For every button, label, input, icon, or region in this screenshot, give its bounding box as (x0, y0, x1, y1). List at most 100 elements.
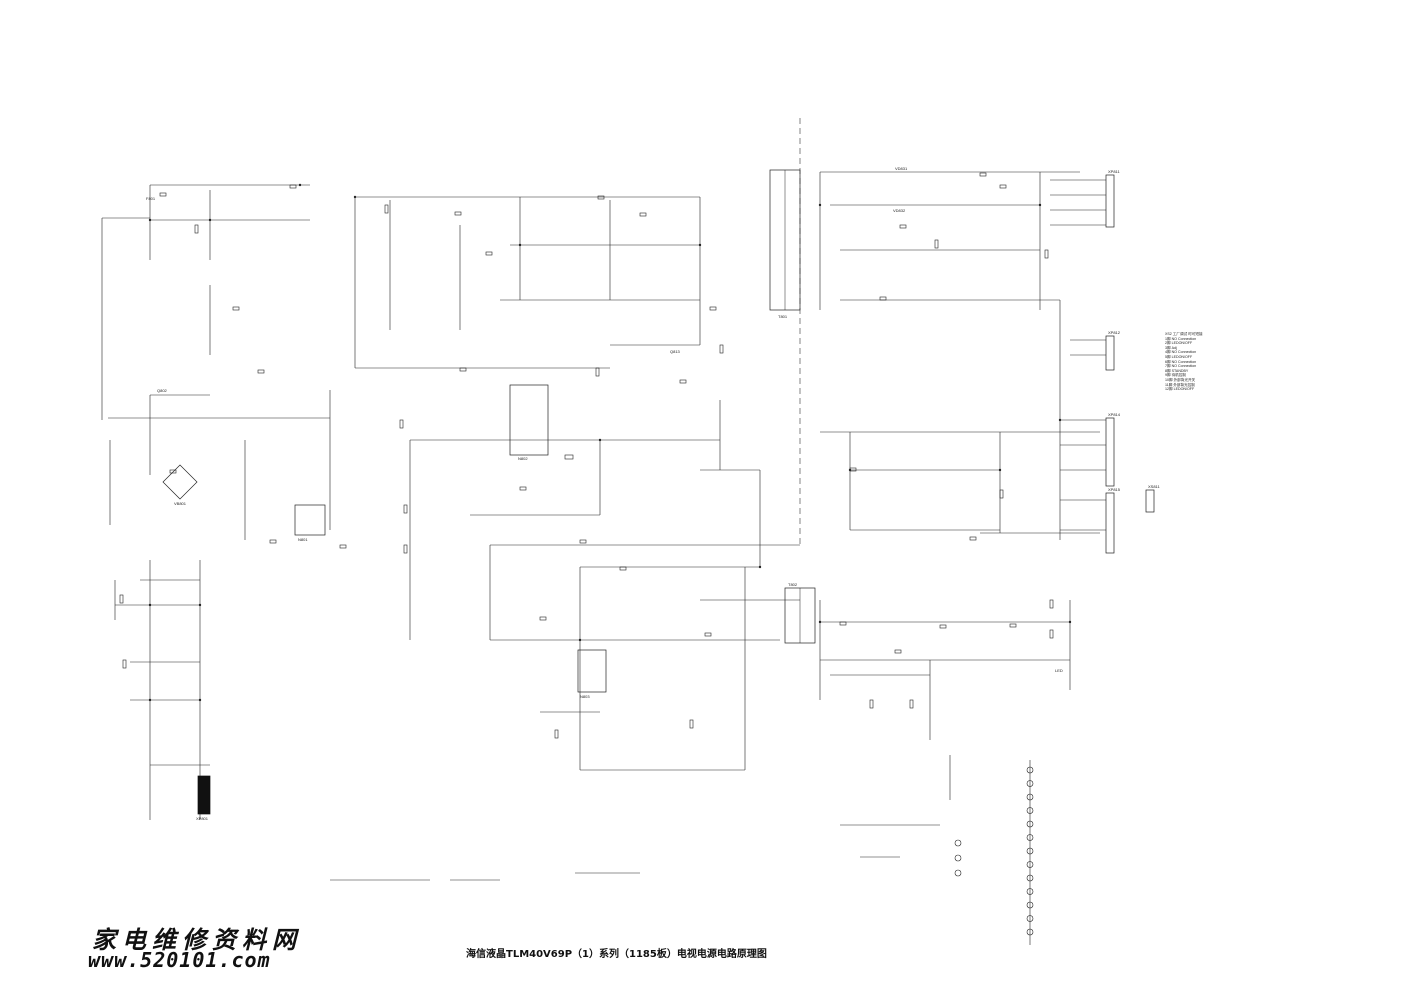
junction-dot (198, 603, 202, 607)
diode-out2-label: VD832 (893, 208, 906, 213)
junction-dot (353, 195, 357, 199)
junction-dot (758, 565, 762, 569)
component-body (339, 544, 347, 549)
component-body (934, 239, 939, 249)
component-body (454, 211, 462, 216)
component-body (119, 594, 124, 604)
component-body (909, 699, 914, 709)
pin-notes: XS2 工厂调试 时可短接 1脚 NO Connection 2脚 LEDON/… (1165, 332, 1203, 392)
junction-dot (518, 243, 522, 247)
note-line: 6脚 NO Connection (1165, 359, 1197, 364)
component-body (709, 306, 717, 311)
test-point (1026, 847, 1034, 855)
component-body (639, 212, 647, 217)
component-body (1049, 629, 1054, 639)
test-point (1026, 780, 1034, 787)
junction-dot (698, 243, 702, 247)
standby-ic-label: N803 (580, 694, 590, 699)
connector-5: XS811 (1145, 484, 1160, 513)
component-body (869, 699, 874, 709)
pwm-controller-ic: N802 (509, 384, 549, 461)
component-body (879, 296, 887, 301)
test-point (1026, 901, 1034, 909)
note-line: 10脚 外部背光开关 (1165, 377, 1196, 382)
component-body (579, 539, 587, 544)
component-body (595, 367, 600, 377)
mounting-hole (954, 839, 962, 847)
junction-dot (1068, 620, 1072, 624)
junction-dot (1058, 418, 1062, 422)
component-body (403, 504, 408, 514)
junction-dot (998, 468, 1002, 472)
component-body (257, 369, 265, 374)
component-body (232, 306, 240, 311)
note-line: 11脚 外部背光控制 (1165, 382, 1195, 387)
junction-dot (208, 218, 212, 222)
schematic-components (119, 172, 1072, 936)
test-point (1026, 807, 1034, 814)
connector-main: XP811 (1105, 169, 1120, 228)
test-point (1026, 874, 1034, 882)
component-body (899, 224, 907, 229)
diode-out1-label: VD831 (895, 166, 908, 171)
test-point (1026, 928, 1034, 936)
component-body (159, 192, 167, 197)
pfc-controller-ic: N801 (294, 504, 326, 542)
junction-dot (818, 203, 822, 207)
junction-dot (148, 603, 152, 607)
schematic-title: 海信液晶TLM40V69P（1）系列（1185板）电视电源电路原理图 (466, 949, 767, 960)
bridge-rectifier: VB801 (162, 464, 198, 506)
main-mosfet-label: Q813 (670, 349, 681, 354)
component-body (564, 454, 574, 460)
junction-dot (148, 218, 152, 222)
component-body (122, 659, 127, 669)
component-body (1009, 623, 1017, 628)
connector-4-label: XP815 (1108, 487, 1121, 492)
pfc-ic-label: N801 (298, 537, 308, 542)
component-body (679, 379, 687, 384)
connector-4: XP815 (1105, 487, 1121, 554)
junction-dot (1038, 203, 1042, 207)
junction-dot (198, 698, 202, 702)
connector-2: XP812 (1105, 330, 1121, 371)
component-body (1044, 249, 1049, 259)
component-body (554, 729, 559, 739)
component-body (384, 204, 389, 214)
component-body (969, 536, 977, 541)
component-body (839, 621, 847, 626)
test-point (1026, 915, 1034, 922)
component-body (269, 539, 277, 544)
junction-dot (848, 468, 852, 472)
component-body (459, 367, 467, 372)
component-body (619, 566, 627, 571)
component-body (194, 224, 199, 234)
component-body (719, 344, 724, 354)
component-body (597, 195, 605, 200)
component-body (539, 616, 547, 621)
main-transformer-label: T801 (778, 314, 788, 319)
test-point (1026, 766, 1034, 774)
standby-transformer-label: T802 (788, 582, 798, 587)
component-body (999, 489, 1004, 499)
test-point (1026, 834, 1034, 841)
connector-2-label: XP812 (1108, 330, 1121, 335)
note-line: 3脚 Adj (1165, 345, 1177, 350)
note-line: 1脚 NO Connection (1165, 336, 1197, 341)
ac-input-label: XP801 (196, 816, 209, 821)
connector-5-label: XS811 (1148, 484, 1160, 489)
led-indicator-label: LED (1055, 668, 1063, 673)
junction-dot (818, 620, 822, 624)
component-body (939, 624, 947, 629)
connector-3: XP814 (1105, 412, 1121, 487)
component-body (289, 184, 297, 189)
component-body (999, 184, 1007, 189)
junction-dot (148, 698, 152, 702)
component-body (399, 419, 404, 429)
connector-3-label: XP814 (1108, 412, 1121, 417)
note-line: XS2 工厂调试 时可短接 (1165, 332, 1203, 336)
bridge-label: VB801 (174, 501, 187, 506)
mounting-hole (954, 854, 962, 862)
junction-dot (598, 438, 602, 442)
test-point (1026, 861, 1034, 868)
